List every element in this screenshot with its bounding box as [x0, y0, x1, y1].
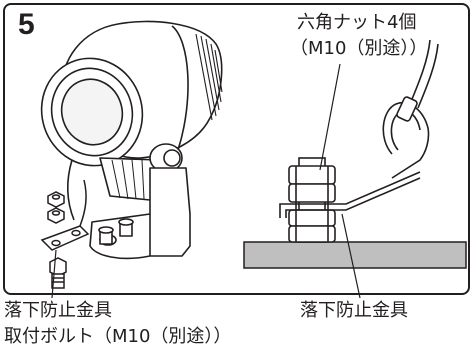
- mounting-bolt-label: 取付ボルト（M10（別途））: [4, 326, 232, 347]
- hex-nuts-label: 六角ナット4個: [297, 12, 417, 33]
- hex-nuts-spec: （M10（別途））: [290, 38, 428, 59]
- safety-wire: [382, 39, 439, 179]
- leader-lines: [51, 63, 361, 299]
- fall-stopper-label-left: 落下防止金具: [4, 300, 112, 321]
- instruction-panel: [3, 3, 470, 295]
- fall-stopper-bracket-right: [279, 171, 421, 218]
- step-number: 5: [18, 8, 35, 41]
- bolt-with-nuts: [288, 157, 336, 243]
- mounting-surface: [243, 241, 467, 269]
- fall-stopper-label-right: 落下防止金具: [300, 300, 408, 321]
- mounting-bolt: [49, 257, 67, 289]
- loose-nuts: [47, 191, 65, 224]
- fall-stopper-bracket-left: [40, 179, 90, 251]
- floodlight-fixture: [40, 20, 223, 260]
